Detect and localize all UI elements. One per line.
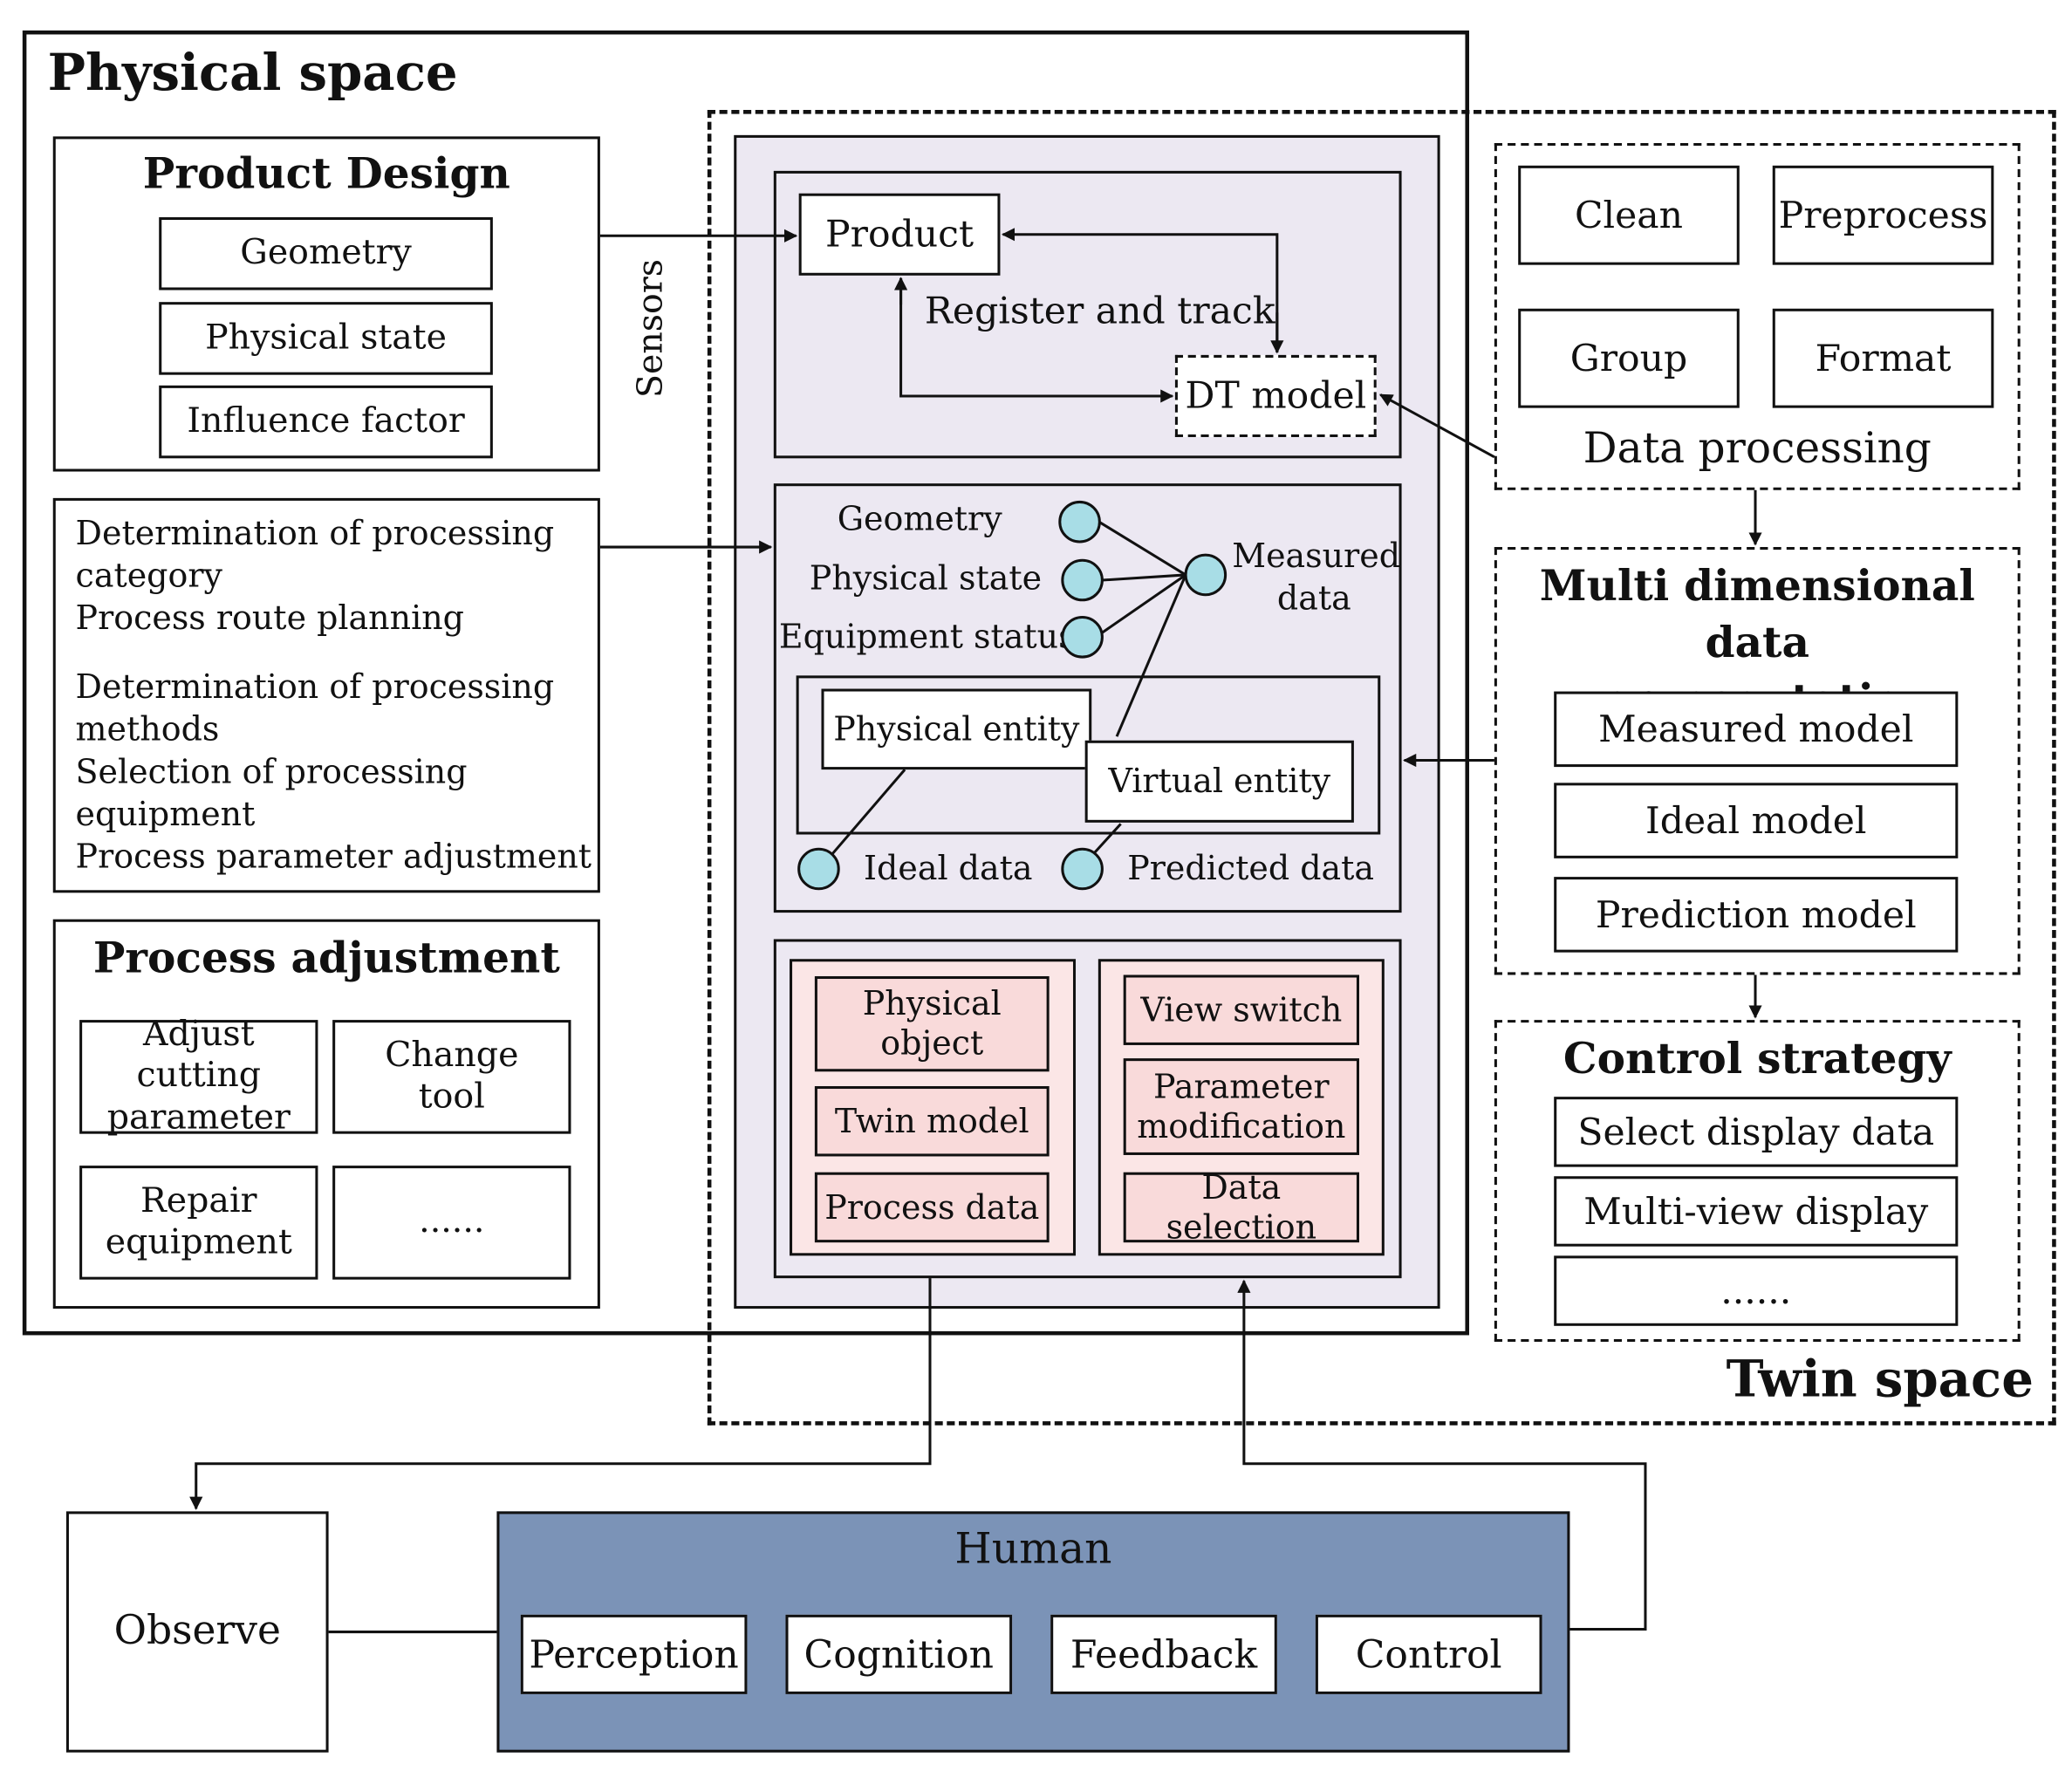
physical-entity-box: Physical entity — [821, 688, 1092, 770]
node-predicted-data — [1061, 847, 1104, 891]
node-label-ideal-data: Ideal data — [864, 849, 1033, 888]
arrow-dt-to-product — [1001, 228, 1279, 352]
link-measured-entity — [1115, 574, 1187, 737]
data-processing-panel — [1494, 142, 2021, 490]
task-line: Selection of processing — [75, 752, 468, 791]
node-measured-data — [1184, 553, 1227, 597]
node-label-predicted-data: Predicted data — [1127, 849, 1375, 888]
task-line: Process parameter adjustment — [75, 837, 592, 876]
arrow-display-to-observe — [189, 1278, 932, 1510]
entity-frame — [796, 675, 1381, 835]
pd-influence-factor: Influence factor — [159, 385, 493, 459]
task-line: Determination of processing — [75, 667, 555, 707]
node-equipment-status — [1061, 616, 1104, 659]
human-title: Human — [954, 1523, 1112, 1574]
pa-adjust-cutting: Adjust cutting parameter — [79, 1015, 318, 1138]
feedback-box: Feedback — [1050, 1614, 1277, 1694]
parameter-modification-box: Parameter modification — [1123, 1058, 1359, 1155]
ideal-model-box: Ideal model — [1554, 783, 1959, 858]
process-data-box: Process data — [814, 1172, 1050, 1243]
multi-dimensional-panel — [1494, 547, 2021, 975]
control-strategy-panel — [1494, 1020, 2021, 1343]
pd-physical-state: Physical state — [159, 302, 493, 375]
node-label-geometry: Geometry — [837, 499, 1002, 538]
link-entity-ideal — [831, 769, 906, 856]
register-track-label: Register and track — [924, 288, 1275, 333]
physical-space-title: Physical space — [47, 42, 458, 102]
task-line: category — [75, 556, 222, 595]
link-entity-predicted — [1093, 823, 1122, 854]
node-physical-state — [1061, 558, 1104, 602]
data-selection-box: Data selection — [1123, 1167, 1359, 1246]
product-design-title: Product Design — [142, 148, 510, 199]
select-display-data-box: Select display data — [1554, 1097, 1959, 1167]
physical-object-box: Physical object — [814, 975, 1050, 1072]
arrow-register-loop — [899, 277, 1174, 403]
cognition-box: Cognition — [785, 1614, 1013, 1694]
twin-space-frame — [707, 110, 2056, 1426]
task-line: Process route planning — [75, 598, 464, 638]
virtual-entity-box: Virtual entity — [1084, 740, 1354, 823]
twin-space-title: Twin space — [1726, 1348, 2034, 1408]
processing-tasks-panel — [52, 497, 600, 893]
process-adjustment-title: Process adjustment — [92, 932, 560, 983]
arrow-processing-to-dt — [1378, 393, 1495, 459]
link-equipment-measured — [1098, 573, 1186, 636]
control-box: Control — [1315, 1614, 1542, 1694]
node-label-physical-state: Physical state — [809, 558, 1043, 598]
node-label-measured-data: Measured data — [1232, 536, 1401, 618]
task-line: methods — [75, 709, 220, 749]
dp-format: Format — [1772, 308, 1994, 408]
link-physical-measured — [1102, 573, 1186, 582]
control-more-box: ...... — [1554, 1255, 1959, 1326]
pa-repair-equipment: Repair equipment — [79, 1166, 318, 1280]
view-switch-box: View switch — [1123, 974, 1359, 1045]
dp-group: Group — [1518, 308, 1740, 408]
control-strategy-title: Control strategy — [1563, 1033, 1952, 1084]
node-label-equipment-status: Equipment status — [778, 617, 1076, 656]
task-line: Determination of processing — [75, 514, 555, 553]
product-box: Product — [798, 193, 1001, 276]
dt-model-box: DT model — [1174, 354, 1377, 438]
dp-preprocess: Preprocess — [1772, 165, 1994, 265]
pa-more: ...... — [332, 1166, 571, 1280]
prediction-model-box: Prediction model — [1554, 877, 1959, 953]
perception-box: Perception — [520, 1614, 748, 1694]
data-processing-title: Data processing — [1583, 422, 1932, 474]
measured-model-box: Measured model — [1554, 691, 1959, 768]
pd-geometry: Geometry — [159, 217, 493, 291]
physical-space-frame — [22, 30, 1470, 1336]
observe-box: Observe — [65, 1511, 329, 1753]
dp-clean: Clean — [1518, 165, 1740, 265]
link-geometry-measured — [1096, 519, 1186, 577]
multi-view-display-box: Multi-view display — [1554, 1176, 1959, 1247]
arrow-control-to-display — [1237, 1279, 1647, 1631]
node-geometry — [1058, 500, 1101, 544]
pa-change-tool: Change tool — [332, 1020, 571, 1134]
twin-model-box: Twin model — [814, 1086, 1050, 1157]
node-ideal-data — [797, 847, 840, 891]
task-line: equipment — [75, 794, 256, 834]
